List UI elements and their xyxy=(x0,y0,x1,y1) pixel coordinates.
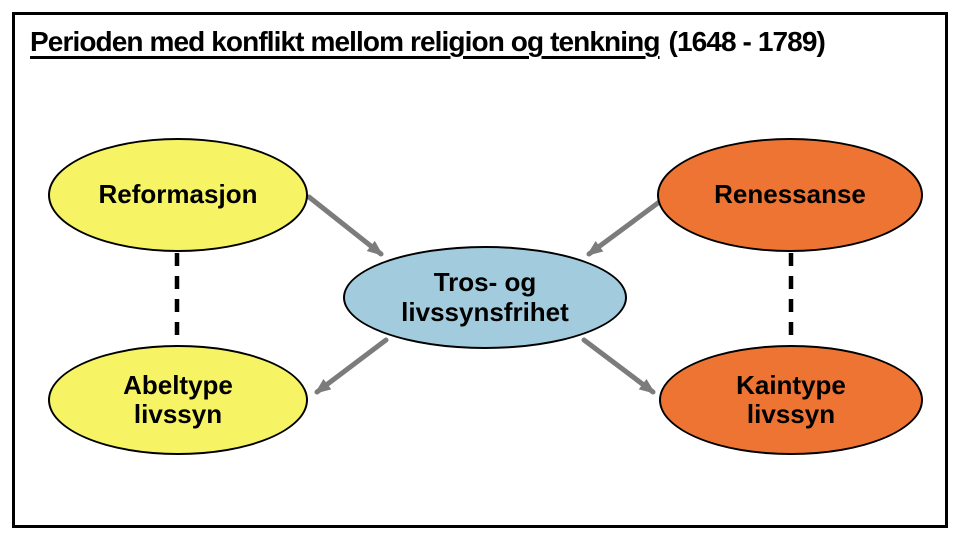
node-abeltype: Abeltype livssyn xyxy=(48,345,308,455)
node-kaintype-label-line1: Kaintype xyxy=(736,369,846,400)
node-abeltype-label-line2: livssyn xyxy=(133,399,223,429)
node-trosfrihet-label-line2: livssynsfrihet xyxy=(401,296,569,327)
node-reformasjon-label: Reformasjon xyxy=(98,179,258,210)
diagram-title: Perioden med konflikt mellom religion og… xyxy=(30,26,826,58)
title-main: Perioden med konflikt mellom religion og… xyxy=(30,26,660,57)
node-trosfrihet: Tros- og livssynsfrihet xyxy=(343,246,627,349)
node-abeltype-label-line1: Abeltype xyxy=(123,369,233,400)
node-kaintype-label-line2: livssyn xyxy=(746,399,836,429)
title-years: (1648 - 1789) xyxy=(668,26,826,57)
node-trosfrihet-label-line1: Tros- og xyxy=(433,267,537,298)
node-renessanse: Renessanse xyxy=(657,138,923,252)
node-renessanse-label: Renessanse xyxy=(714,179,866,210)
node-kaintype: Kaintype livssyn xyxy=(659,345,923,455)
node-reformasjon: Reformasjon xyxy=(48,138,308,252)
